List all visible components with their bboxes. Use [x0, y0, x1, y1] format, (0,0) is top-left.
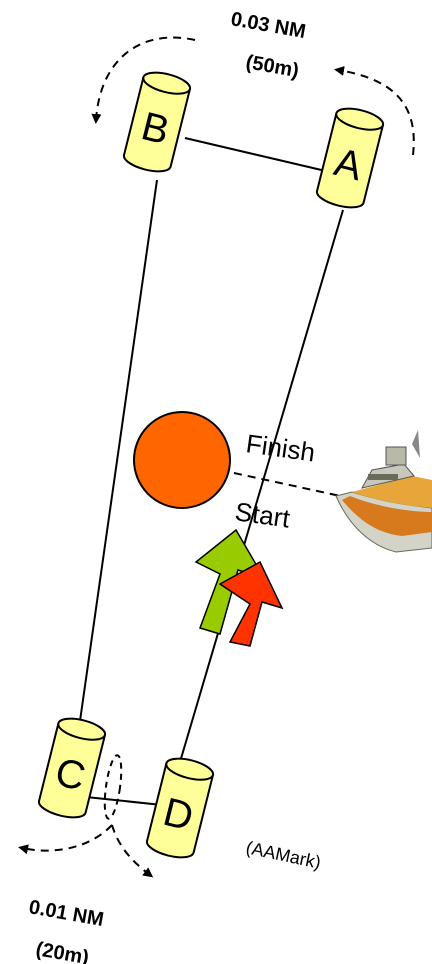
buoy-b: B: [122, 69, 192, 176]
buoy-c: C: [37, 715, 107, 822]
bottom-distance-nm: 0.01 NM: [27, 896, 105, 931]
finish-label: Finish: [244, 428, 317, 467]
start-label: Start: [233, 496, 292, 533]
bottom-rounding-arrow-left: [22, 825, 112, 851]
top-distance-nm: 0.03 NM: [229, 8, 307, 43]
course-line-b-a: [185, 138, 330, 172]
gate-rounding-ellipse: [102, 754, 125, 819]
buoy-a: A: [315, 105, 385, 212]
course-line-c-d: [86, 797, 162, 805]
bottom-distance-m: (20m): [34, 938, 90, 964]
finish-circle: [134, 412, 230, 508]
motorboat-icon: [336, 430, 432, 552]
buoy-d: D: [145, 755, 215, 862]
aamark-label: (AAMark): [244, 837, 322, 872]
top-distance-m: (50m): [244, 51, 300, 82]
bottom-rounding-arrow-right: [112, 825, 150, 875]
start-finish-line: [234, 473, 345, 497]
